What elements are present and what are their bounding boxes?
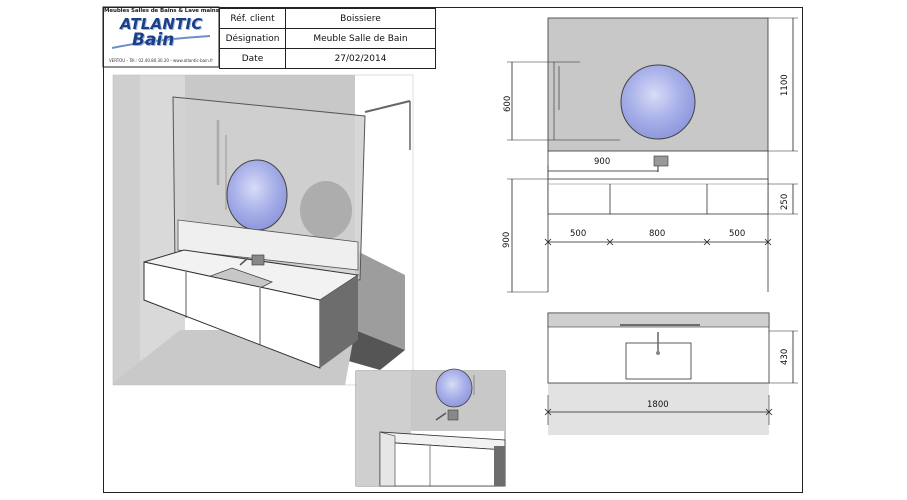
logo-tagline: Meubles Salles de Bains & Lave mains [104,8,219,14]
mirror-reflection [300,181,352,239]
dim-left-drawer: 500 [570,229,587,239]
date-value: 27/02/2014 [285,48,436,69]
ref-row: Réf. client Boissiere [219,8,436,29]
dim-right-drawer: 500 [729,229,746,239]
dim-wall-height: 1100 [780,74,790,96]
top-view [544,312,798,435]
dim-total-width: 1800 [647,400,669,410]
ref-label: Réf. client [219,8,286,29]
perspective-view [112,74,414,386]
drawing-sheet [103,7,803,493]
round-mirror [226,159,288,231]
dim-mirror-height: 600 [503,95,513,112]
dim-drawer-height: 250 [780,193,790,210]
logo-word-bain: Bain [132,30,175,50]
cabinet-elevation [507,151,798,293]
dim-cabinet-height: 900 [502,231,512,248]
logo-swoosh [111,35,211,49]
designation-row: Désignation Meuble Salle de Bain [219,28,436,49]
title-block: Réf. client Boissiere Désignation Meuble… [219,8,436,69]
dim-middle-drawer: 800 [649,229,666,239]
mirror-elevation [507,17,798,177]
wall-faucet [251,254,265,266]
logo-word-atlantic: ATLANTIC [120,15,203,33]
date-row: Date 27/02/2014 [219,48,436,69]
designation-value: Meuble Salle de Bain [285,28,436,49]
ref-value: Boissiere [285,8,436,29]
side-wall [355,250,405,350]
logo-contact: VERTOU - Tél.: 02.40.80.30.20 - www.atla… [108,58,214,63]
detail-view [355,368,506,487]
dim-unit-width: 900 [594,157,611,167]
designation-label: Désignation [219,28,286,49]
date-label: Date [219,48,286,69]
dim-top-depth: 430 [780,348,790,365]
